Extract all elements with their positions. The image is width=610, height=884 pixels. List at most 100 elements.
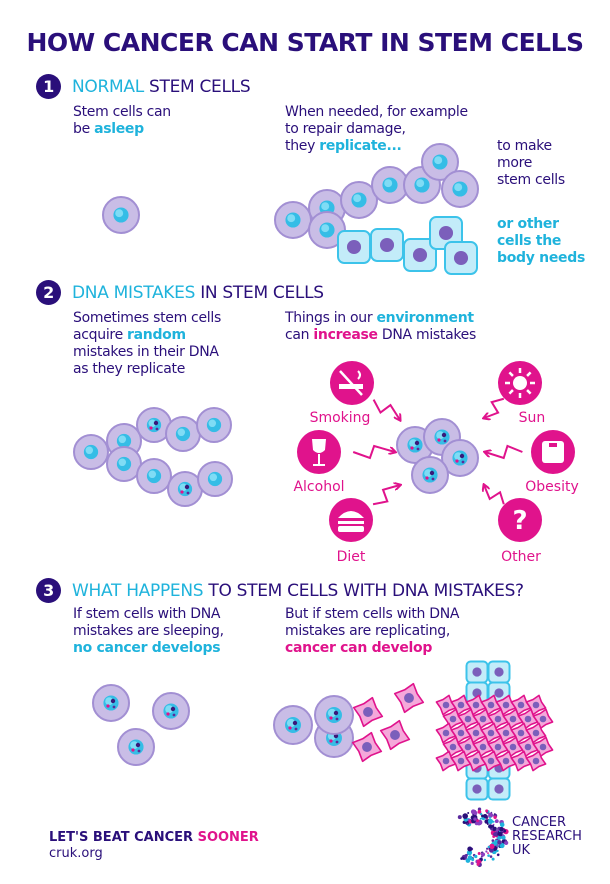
stem-cell [308, 211, 346, 249]
stem-cell [197, 461, 233, 497]
random-mistakes-text: Sometimes stem cells acquire random mist… [73, 310, 221, 378]
step-number-3: 3 [36, 578, 61, 603]
heading-rest: STEM CELLS [143, 76, 251, 97]
factor-label-alcohol: Alcohol [293, 479, 344, 495]
cancer-cell [502, 708, 524, 730]
more-stem-cells-text: to make more stem cells [497, 138, 565, 189]
logo-dot [474, 854, 478, 859]
logo-line: UK [512, 843, 531, 858]
slogan: LET'S BEAT CANCER [49, 830, 198, 845]
logo-dot [487, 818, 494, 825]
text-line: If stem cells with DNA [73, 606, 221, 622]
cancer-cell [487, 708, 509, 730]
sleeping-text: If stem cells with DNA mistakes are slee… [73, 606, 224, 657]
cancer-cell [495, 722, 517, 744]
cancer-cell [472, 708, 494, 730]
cancer-cell [502, 736, 524, 758]
mutated-stem-cell [92, 684, 130, 722]
cancer-cell [457, 736, 479, 758]
logo-dot [470, 861, 474, 866]
logo-dot [504, 840, 509, 846]
logo-dot [499, 826, 504, 832]
logo-dot [489, 855, 493, 858]
website-link[interactable]: cruk.org [49, 846, 103, 861]
logo-dot [457, 815, 462, 820]
text-line: they [285, 138, 320, 154]
text-line: as they replicate [73, 361, 186, 377]
other-cells-text: or other cells the body needs [497, 216, 585, 267]
cancer-cell [457, 708, 479, 730]
text-line: to make [497, 138, 552, 154]
specialised-cell [487, 777, 511, 801]
cancer-cell [465, 722, 487, 744]
text-line: Things in our [285, 310, 377, 326]
zigzag-arrow [484, 485, 505, 505]
logo-dot [485, 816, 488, 819]
section-1-heading: 1 NORMAL STEM CELLS [36, 74, 251, 99]
heading-rest: TO STEM CELLS WITH DNA MISTAKES? [203, 580, 524, 601]
logo-dot [488, 816, 492, 819]
text-line: mistakes in their DNA [73, 344, 219, 360]
cancer-cell [517, 736, 539, 758]
logo-dot [497, 853, 500, 856]
environment-text: Things in our environment can increase D… [285, 310, 476, 344]
cancer-cell [510, 722, 532, 744]
logo-dot [462, 813, 469, 819]
replicate-text: When needed, for example to repair damag… [285, 104, 468, 155]
logo-dot [486, 847, 489, 850]
cancer-cell [450, 722, 472, 744]
specialised-cell [465, 660, 489, 684]
stem-cell [274, 201, 312, 239]
question-mark-icon [484, 485, 542, 542]
logo-dot [477, 807, 482, 811]
zigzag-arrow [372, 485, 400, 506]
text-highlight: replicate... [319, 138, 402, 154]
logo-dot [492, 820, 495, 823]
logo-dot [477, 852, 481, 855]
logo-dot [480, 852, 486, 857]
text-line: cells the [497, 233, 562, 249]
logo-dot [486, 823, 489, 825]
logo-dot [501, 835, 506, 840]
mutated-stem-cell [273, 705, 313, 745]
text-line: mistakes are replicating, [285, 623, 451, 639]
logo-dot [471, 858, 475, 862]
cancer-cell [525, 694, 547, 716]
text-line: more [497, 155, 533, 171]
logo-dot [491, 839, 495, 842]
logo-line: RESEARCH [512, 829, 582, 844]
text-line: acquire [73, 327, 128, 343]
factor-label-sun: Sun [519, 410, 546, 426]
logo-dot [488, 824, 493, 829]
cancer-cell [393, 682, 425, 714]
logo-dot [466, 822, 469, 825]
logo-dot [485, 809, 489, 813]
cancer-cell [510, 694, 532, 716]
factor-label-obesity: Obesity [525, 479, 578, 495]
heading-highlight: DNA MISTAKES [72, 282, 196, 303]
burger-icon [329, 485, 400, 542]
cancer-cell [435, 750, 457, 772]
text-highlight: environment [376, 310, 474, 326]
logo-dot [494, 819, 499, 823]
logo-dot [485, 850, 488, 853]
text-highlight: increase [313, 327, 378, 343]
cancer-cell [435, 694, 457, 716]
logo-dot [493, 831, 499, 837]
cancer-cell [495, 750, 517, 772]
text-line: to repair damage, [285, 121, 406, 137]
wine-glass-icon [297, 430, 395, 474]
stem-cell [102, 196, 140, 234]
logo-dot [488, 812, 494, 818]
logo-dot [476, 862, 480, 866]
logo-dot [496, 849, 499, 853]
mutated-stem-cell [136, 407, 172, 443]
heading-highlight: WHAT HAPPENS [72, 580, 204, 601]
cancer-cell [510, 750, 532, 772]
logo-dot [477, 810, 482, 814]
logo-dot [490, 811, 493, 814]
specialised-cell [370, 228, 404, 262]
logo-dot [492, 826, 497, 831]
cancer-cell [435, 722, 457, 744]
